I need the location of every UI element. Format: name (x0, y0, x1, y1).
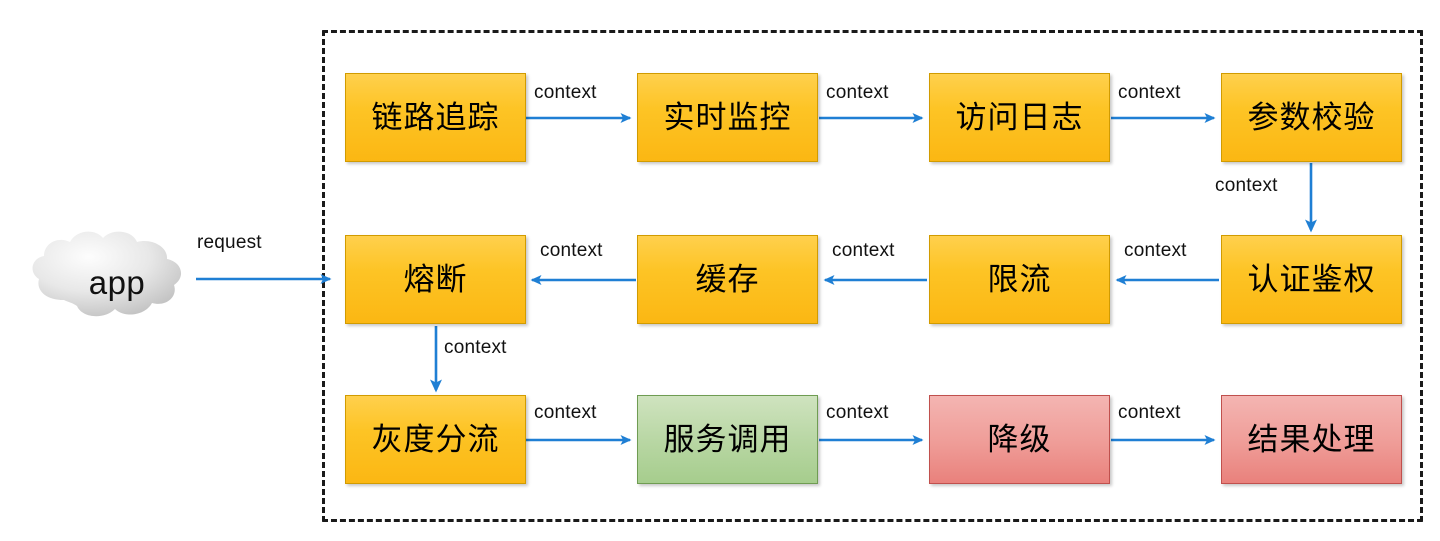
app-cloud: app (36, 243, 198, 323)
edge-label-n7-n6: context (832, 240, 895, 261)
node-authentication[interactable]: 认证鉴权 (1221, 235, 1402, 324)
edge-label-request: request (197, 232, 262, 253)
edge-label-n2-n3: context (826, 82, 889, 103)
node-degrade[interactable]: 降级 (929, 395, 1110, 484)
edge-label-n11-n12: context (1118, 402, 1181, 423)
node-gray-routing[interactable]: 灰度分流 (345, 395, 526, 484)
node-link-tracing[interactable]: 链路追踪 (345, 73, 526, 162)
app-cloud-label: app (88, 264, 146, 301)
edge-label-n6-n5: context (540, 240, 603, 261)
edge-label-n8-n7: context (1124, 240, 1187, 261)
edge-label-n9-n10: context (534, 402, 597, 423)
edge-label-n1-n2: context (534, 82, 597, 103)
node-cache[interactable]: 缓存 (637, 235, 818, 324)
node-access-log[interactable]: 访问日志 (929, 73, 1110, 162)
edge-label-n10-n11: context (826, 402, 889, 423)
node-realtime-monitoring[interactable]: 实时监控 (637, 73, 818, 162)
edge-label-n5-n9: context (444, 337, 507, 358)
node-result-handling[interactable]: 结果处理 (1221, 395, 1402, 484)
edge-label-n3-n4: context (1118, 82, 1181, 103)
node-service-invoke[interactable]: 服务调用 (637, 395, 818, 484)
node-param-validation[interactable]: 参数校验 (1221, 73, 1402, 162)
edge-label-n4-n8: context (1215, 175, 1278, 196)
node-rate-limit[interactable]: 限流 (929, 235, 1110, 324)
node-circuit-breaker[interactable]: 熔断 (345, 235, 526, 324)
